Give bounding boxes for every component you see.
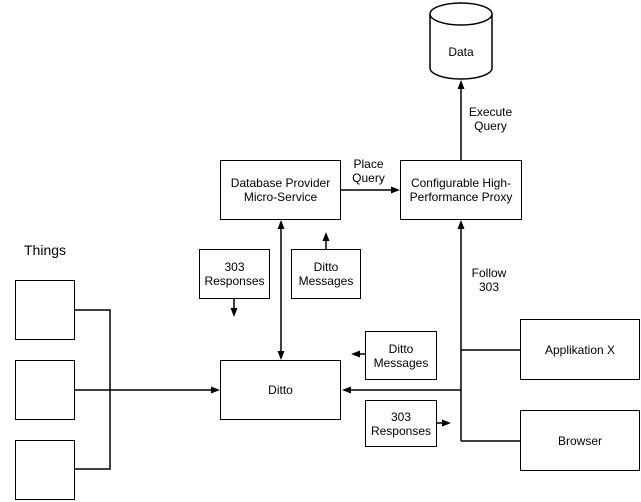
- node-ditto-label: Ditto: [268, 383, 293, 397]
- node-applikation-x-label: Applikation X: [544, 342, 616, 357]
- arrowhead-down-icon: [230, 308, 238, 317]
- arrowhead-up-icon: [322, 232, 330, 241]
- node-thing-2: [15, 360, 75, 420]
- arrowhead-up-icon: [277, 220, 285, 229]
- edge-label-follow-303: Follow 303: [471, 266, 507, 294]
- edge-clients-ditto: [342, 386, 461, 394]
- edge-responses-right-direction: [437, 419, 451, 427]
- node-ditto-messages-left: Ditto Messages: [291, 249, 361, 299]
- edge-responses-left-direction: [230, 299, 238, 317]
- node-configurable-high-performance-proxy: Configurable High-Performance Proxy: [400, 160, 522, 220]
- arrowhead-right-icon: [391, 186, 400, 194]
- node-ditto-messages-left-label: Ditto Messages: [298, 260, 354, 288]
- arrowhead-left-icon: [342, 386, 351, 394]
- arrowhead-up-icon: [457, 220, 465, 229]
- arrowhead-right-icon: [211, 386, 220, 394]
- edge-things-ditto: [75, 386, 220, 394]
- database-cylinder-shape: [429, 2, 493, 80]
- node-thing-1: [15, 280, 75, 340]
- edge-ditto-messages-right-direction: [351, 350, 365, 358]
- edge-execute-query: [457, 80, 465, 160]
- node-303-responses-right: 303 Responses: [365, 400, 437, 447]
- node-browser: Browser: [520, 410, 640, 471]
- node-ditto-messages-right-label: Ditto Messages: [373, 341, 429, 370]
- node-ditto: Ditto: [220, 360, 341, 420]
- node-proxy-label: Configurable High-Performance Proxy: [409, 176, 513, 204]
- node-database-provider-label: Database Provider Micro-Service: [230, 176, 331, 204]
- things-group-label: Things: [24, 242, 67, 258]
- node-303-responses-right-label: 303 Responses: [370, 409, 432, 438]
- arrowhead-left-icon: [351, 350, 360, 358]
- edge-place-query: [341, 186, 400, 194]
- edge-label-place-query: Place Query: [352, 157, 385, 185]
- node-database-provider-micro-service: Database Provider Micro-Service: [220, 160, 341, 220]
- edge-follow-303: [457, 220, 465, 441]
- node-data-label: Data: [448, 45, 474, 59]
- node-303-responses-left-label: 303 Responses: [204, 260, 265, 288]
- node-applikation-x: Applikation X: [520, 319, 640, 380]
- arrowhead-right-icon: [442, 419, 451, 427]
- edge-label-execute-query: Execute Query: [468, 105, 513, 133]
- node-browser-label: Browser: [557, 433, 602, 448]
- arrowhead-up-icon: [457, 80, 465, 89]
- arrowhead-down-icon: [277, 351, 285, 360]
- node-thing-3: [15, 440, 75, 500]
- edge-ditto-messages-left-direction: [322, 232, 330, 249]
- node-ditto-messages-right: Ditto Messages: [365, 331, 437, 380]
- node-303-responses-left: 303 Responses: [199, 249, 270, 299]
- edge-db-provider-ditto: [277, 220, 285, 360]
